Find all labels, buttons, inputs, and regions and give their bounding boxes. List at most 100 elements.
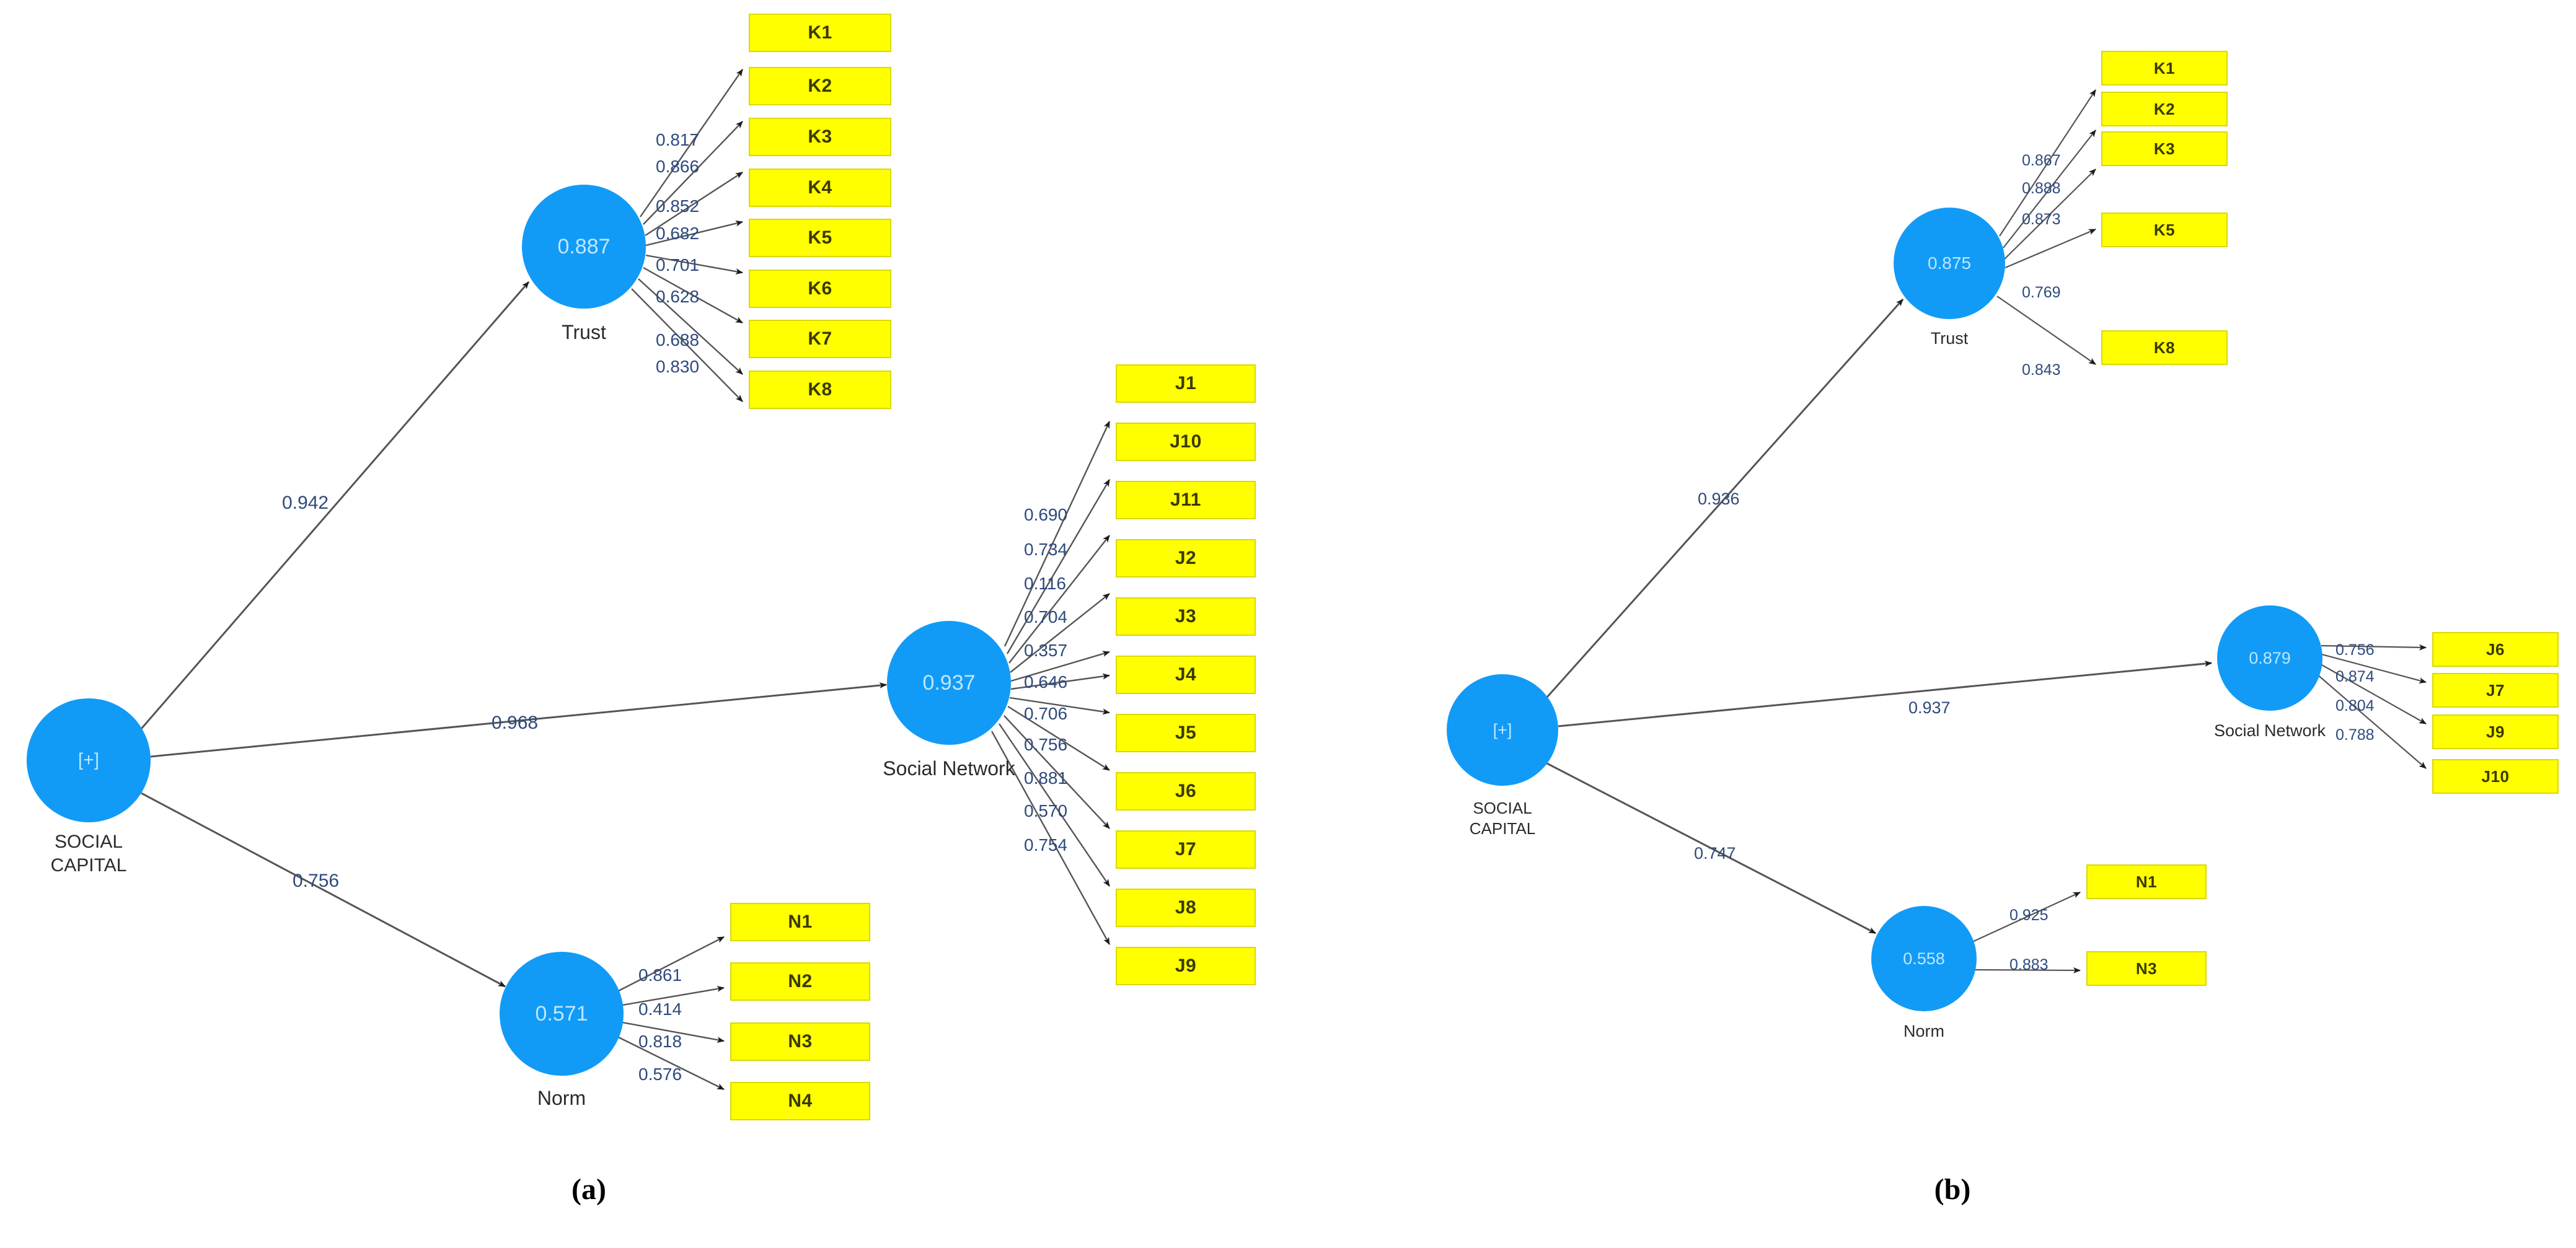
path-label-sc-trust-a: 0.942: [282, 493, 329, 513]
loading-label: 0.867: [2022, 152, 2061, 169]
loading-label: 0.690: [1024, 505, 1068, 524]
loading-label: 0.688: [656, 330, 700, 349]
loading-label: 0.570: [1024, 801, 1068, 820]
loading-label: 0.925: [2009, 907, 2049, 924]
indicator-box-k1[interactable]: K1: [2101, 51, 2228, 86]
indicator-box-j1[interactable]: J1: [1116, 364, 1256, 403]
indicator-box-j9[interactable]: J9: [1116, 947, 1256, 985]
loading-label: 0.804: [2336, 697, 2375, 714]
trust-loadings-b: [1996, 89, 2096, 365]
loading-label: 0.576: [638, 1065, 682, 1084]
norm-loadings-a: [617, 936, 725, 1091]
path-label-sc-trust-b: 0.936: [1698, 490, 1740, 508]
latent-value: 0.875: [1927, 253, 1972, 273]
socialnetwork-loadings-b: [2316, 644, 2427, 769]
loading-label: 0.646: [1024, 672, 1068, 692]
indicator-box-k5[interactable]: K5: [2101, 213, 2228, 247]
indicator-box-j5[interactable]: J5: [1116, 714, 1256, 752]
indicator-box-j6[interactable]: J6: [2432, 632, 2559, 667]
path-label-sc-socialnetwork-a: 0.968: [492, 713, 539, 733]
latent-social-network-b-label: Social Network: [2213, 721, 2326, 740]
indicator-box-k2[interactable]: K2: [2101, 92, 2228, 126]
indicator-box-k7[interactable]: K7: [749, 320, 891, 358]
latent-social-capital-a-label: SOCIAL CAPITAL: [14, 830, 163, 877]
indicator-box-j4[interactable]: J4: [1116, 656, 1256, 694]
latent-trust-a[interactable]: 0.887: [522, 185, 646, 309]
latent-social-capital-a[interactable]: [+]: [27, 698, 151, 822]
indicator-box-k3[interactable]: K3: [749, 118, 891, 156]
indicator-box-n1[interactable]: N1: [730, 903, 870, 941]
loading-label: 0.866: [656, 157, 700, 176]
latent-social-network-a[interactable]: 0.937: [887, 621, 1011, 745]
caption-a-text: (a): [571, 1173, 606, 1206]
loading-label: 0.701: [656, 255, 700, 275]
loading-label: 0.357: [1024, 641, 1068, 660]
latent-norm-a-label: Norm: [537, 1087, 586, 1109]
latent-value: 0.937: [922, 670, 976, 695]
indicator-box-j11[interactable]: J11: [1116, 481, 1256, 519]
loading-label: 0.881: [1024, 768, 1068, 788]
loading-label: 0.861: [638, 965, 682, 985]
loading-label: 0.888: [2022, 180, 2061, 197]
label-line-2: CAPITAL: [1469, 819, 1536, 838]
latent-trust-b[interactable]: 0.875: [1894, 208, 2005, 319]
structural-edges-b: [1544, 299, 2212, 934]
latent-social-network-a-label: Social Network: [883, 757, 1015, 780]
loading-label: 0.769: [2022, 284, 2061, 301]
indicator-box-j9[interactable]: J9: [2432, 714, 2559, 749]
socialnetwork-loadings-a: [990, 421, 1111, 945]
indicator-box-j3[interactable]: J3: [1116, 597, 1256, 636]
loading-label: 0.734: [1024, 540, 1068, 559]
latent-trust-b-label: Trust: [1930, 329, 1969, 348]
loading-label: 0.873: [2022, 211, 2061, 228]
indicator-box-k1[interactable]: K1: [749, 14, 891, 52]
loading-label: 0.682: [656, 224, 700, 243]
indicator-box-j6[interactable]: J6: [1116, 772, 1256, 811]
loading-label: 0.628: [656, 287, 700, 306]
indicator-box-j7[interactable]: J7: [1116, 830, 1256, 869]
latent-value: [+]: [1493, 720, 1512, 739]
indicator-box-j7[interactable]: J7: [2432, 673, 2559, 708]
indicator-box-j8[interactable]: J8: [1116, 889, 1256, 927]
panel-caption-a: (a): [514, 1172, 663, 1206]
latent-value: 0.558: [1903, 949, 1945, 968]
latent-social-network-b[interactable]: 0.879: [2217, 605, 2322, 711]
indicator-box-n2[interactable]: N2: [730, 962, 870, 1001]
indicator-box-k3[interactable]: K3: [2101, 131, 2228, 166]
indicator-box-j10[interactable]: J10: [2432, 759, 2559, 794]
indicator-box-k6[interactable]: K6: [749, 270, 891, 308]
loading-label: 0.883: [2009, 956, 2049, 973]
latent-norm-b-label: Norm: [1903, 1022, 1944, 1040]
indicator-box-k5[interactable]: K5: [749, 219, 891, 257]
indicator-box-k8[interactable]: K8: [2101, 330, 2228, 365]
label-line-1: SOCIAL: [54, 832, 123, 852]
indicator-box-n3[interactable]: N3: [730, 1022, 870, 1061]
latent-norm-a[interactable]: 0.571: [500, 952, 624, 1076]
indicator-box-k4[interactable]: K4: [749, 169, 891, 207]
indicator-box-k2[interactable]: K2: [749, 67, 891, 105]
loading-label: 0.706: [1024, 704, 1068, 723]
loading-label: 0.704: [1024, 607, 1068, 626]
latent-norm-b[interactable]: 0.558: [1871, 906, 1977, 1011]
indicator-box-n3[interactable]: N3: [2086, 951, 2207, 986]
latent-value: 0.879: [2249, 648, 2291, 667]
latent-social-capital-b[interactable]: [+]: [1447, 674, 1558, 786]
indicator-box-k8[interactable]: K8: [749, 371, 891, 409]
panel-caption-b: (b): [1878, 1172, 2027, 1206]
loading-label: 0.818: [638, 1032, 682, 1051]
caption-b-text: (b): [1934, 1173, 1971, 1206]
path-label-sc-norm-a: 0.756: [293, 871, 340, 891]
trust-loadings-a: [631, 69, 743, 402]
latent-trust-a-label: Trust: [562, 321, 606, 343]
label-line-2: CAPITAL: [50, 855, 127, 876]
indicator-box-j2[interactable]: J2: [1116, 539, 1256, 578]
indicator-box-j10[interactable]: J10: [1116, 423, 1256, 461]
path-label-sc-norm-b: 0.747: [1694, 844, 1736, 863]
loading-label: 0.817: [656, 130, 700, 149]
indicator-box-n4[interactable]: N4: [730, 1082, 870, 1120]
indicator-box-n1[interactable]: N1: [2086, 864, 2207, 899]
loading-label: 0.843: [2022, 361, 2061, 379]
loading-label: 0.852: [656, 196, 700, 216]
